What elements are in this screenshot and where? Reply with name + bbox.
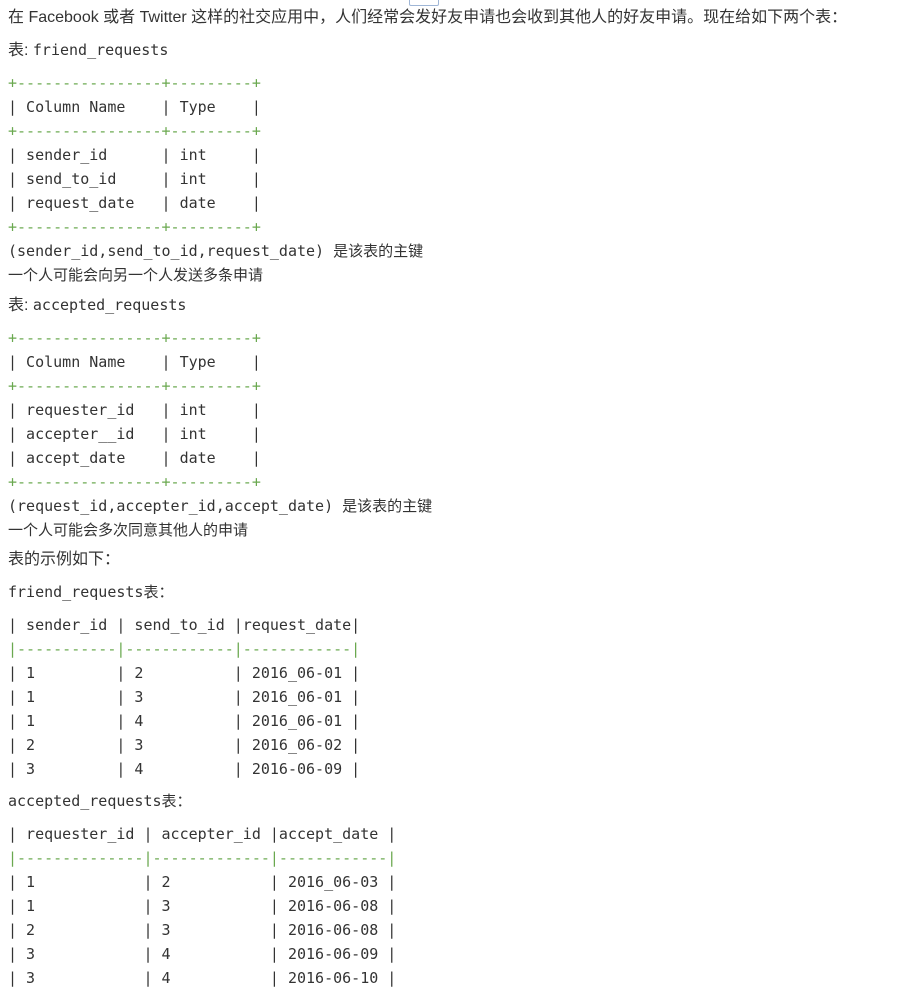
example1-row: | 3 | 4 | 2016-06-09 | [8,760,361,778]
table2-multi-accept-note: 一个人可能会多次同意其他人的申请 [8,521,249,539]
example1-header-row: | sender_id | send_to_id |request_date| [8,616,361,634]
table1-header-row: | Column Name | Type | [8,98,261,116]
table2-caption: 表: accepted_requests [8,293,916,318]
table1-row: | send_to_id | int | [8,170,261,188]
table2-row: | accepter__id | int | [8,425,261,443]
example1-row: | 2 | 3 | 2016_06-02 | [8,736,361,754]
example1-caption: friend_requests表： [8,580,916,605]
table1-caption-prefix: 表: [8,42,33,59]
example-intro: 表的示例如下： [8,551,121,568]
table2-caption-prefix: 表: [8,297,33,314]
example2-separator: |--------------|-------------|----------… [8,849,397,867]
example1-separator: |-----------|------------|------------| [8,640,361,658]
table2-border-mid: +----------------+---------+ [8,377,261,395]
example1-row: | 1 | 4 | 2016_06-01 | [8,712,361,730]
example2-row: | 1 | 2 | 2016_06-03 | [8,873,397,891]
table1-caption-name: friend_requests [32,41,169,59]
table2-row: | accept_date | date | [8,449,261,467]
table1-border-top: +----------------+---------+ [8,74,261,92]
example2-row: | 1 | 3 | 2016-06-08 | [8,897,397,915]
example1-row: | 1 | 2 | 2016_06-01 | [8,664,361,682]
table2-caption-name: accepted_requests [32,296,187,314]
example2-header-row: | requester_id | accepter_id |accept_dat… [8,825,397,843]
table1-primary-key-note: (sender_id,send_to_id,request_date) 是该表的… [8,242,424,260]
example1-table: | sender_id | send_to_id |request_date| |… [8,613,916,781]
example1-caption-suffix: 表： [143,584,174,601]
table2-header-row: | Column Name | Type | [8,353,261,371]
table2-primary-key-note: (request_id,accepter_id,accept_date) 是该表… [8,497,433,515]
top-edge-box [409,0,439,6]
example2-row: | 3 | 4 | 2016-06-10 | [8,969,397,987]
example2-caption-suffix: 表： [161,793,192,810]
table1-caption: 表: friend_requests [8,38,916,63]
example2-table: | requester_id | accepter_id |accept_dat… [8,822,916,990]
table2-row: | requester_id | int | [8,401,261,419]
example1-row: | 1 | 3 | 2016_06-01 | [8,688,361,706]
table1-border-bottom: +----------------+---------+ [8,218,261,236]
table1-multi-request-note: 一个人可能会向另一个人发送多条申请 [8,266,264,284]
example2-caption-name: accepted_requests [8,792,162,810]
intro-paragraph: 在 Facebook 或者 Twitter 这样的社交应用中，人们经常会发好友申… [8,9,848,26]
example2-row: | 2 | 3 | 2016-06-08 | [8,921,397,939]
table1-row: | request_date | date | [8,194,261,212]
table1-row: | sender_id | int | [8,146,261,164]
example2-row: | 3 | 4 | 2016-06-09 | [8,945,397,963]
table2-border-top: +----------------+---------+ [8,329,261,347]
example2-caption: accepted_requests表： [8,789,916,814]
table2-schema: +----------------+---------+ | Column Nam… [8,326,916,542]
example1-caption-name: friend_requests [8,583,144,601]
table1-schema: +----------------+---------+ | Column Nam… [8,71,916,287]
table2-border-bottom: +----------------+---------+ [8,473,261,491]
table1-border-mid: +----------------+---------+ [8,122,261,140]
